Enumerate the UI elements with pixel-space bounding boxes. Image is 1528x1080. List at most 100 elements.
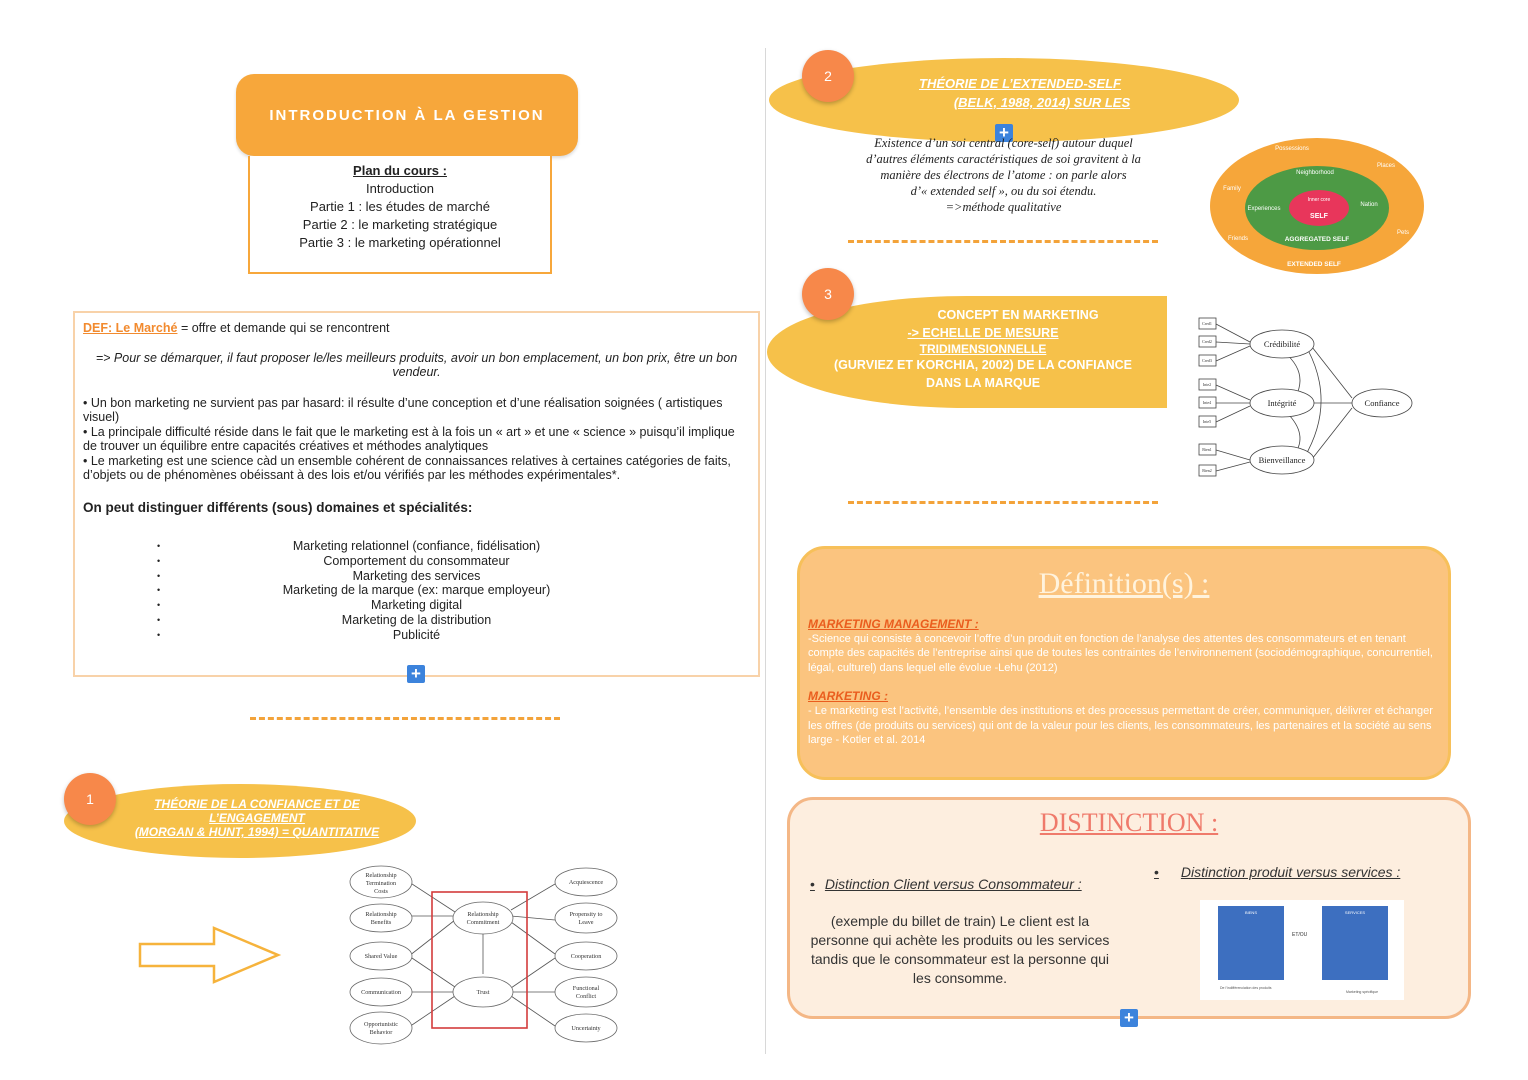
diagram-label-left-0: Costs: [374, 888, 388, 895]
product-vs-services-title: •Distinction produit versus services :: [1154, 864, 1401, 880]
italic-statement: => Pour se démarquer, il faut proposer l…: [95, 350, 738, 380]
diagram-label-left-1: Benefits: [371, 919, 392, 926]
mini-foot-right: Marketing spécifique: [1346, 990, 1379, 994]
self-core-label: SELF: [1310, 213, 1329, 220]
item-label: Inte5: [1203, 419, 1211, 424]
market-definition: DEF: Le Marché = offre et demande qui se…: [83, 321, 750, 336]
trust-commitment-diagram: Relationship Termination Costs Relations…: [349, 865, 618, 1045]
self-label: Nation: [1360, 202, 1377, 208]
outcome-label: Confiance: [1365, 398, 1400, 408]
theory2-number: 2: [802, 50, 854, 102]
extended-self-label: EXTENDED SELF: [1287, 261, 1341, 268]
diagram-label-right-3: Functional: [573, 985, 600, 992]
item-label: Bien1: [1202, 447, 1212, 452]
theory1-line: L’ENGAGEMENT: [209, 811, 305, 825]
theory2-text-line: manière des électrons de l’atome : on pa…: [880, 168, 1127, 182]
diagram-label-right-1: Leave: [578, 919, 593, 926]
theory1-line: THÉORIE DE LA CONFIANCE ET DE: [154, 797, 360, 811]
diagram-label-right-4: Uncertainty: [571, 1025, 601, 1032]
plan-item: Partie 3 : le marketing opérationnel: [299, 235, 501, 250]
diagram-label-center-0: Relationship: [467, 911, 498, 918]
theory2-title: THÉORIE DE L’EXTENDED-SELF (BELK, 1988, …: [860, 74, 1180, 112]
mini-box-goods: BIENS: [1218, 906, 1284, 980]
diagram-label-center-0: Commitment: [467, 919, 500, 926]
theory2-text-line: d’« extended self », ou du soi étendu.: [910, 184, 1097, 198]
page-title-text: Introduction à la gestion: [269, 106, 545, 124]
marketing-title: MARKETING :: [808, 689, 888, 704]
domain-item: Marketing de la marque (ex: marque emplo…: [83, 583, 750, 598]
def-text: = offre et demande qui se rencontrent: [177, 321, 390, 335]
plan-item: Introduction: [366, 181, 434, 196]
add-button[interactable]: +: [995, 124, 1013, 142]
plan-title: Plan du cours :: [353, 163, 447, 178]
theory3-line: DANS LA MARQUE: [925, 376, 1041, 390]
dashed-separator: [250, 717, 560, 720]
def-label: DEF: Le Marché: [83, 321, 178, 335]
add-button[interactable]: +: [407, 665, 425, 683]
diagram-label-left-0: Termination: [366, 880, 396, 887]
dashed-separator: [848, 240, 1158, 243]
dashed-separator: [848, 501, 1158, 504]
domain-item: Marketing de la distribution: [83, 613, 750, 628]
theory1-title: THÉORIE DE LA CONFIANCE ET DE L’ENGAGEME…: [112, 797, 402, 839]
self-label: Experiences: [1247, 206, 1280, 212]
self-label: Neighborhood: [1296, 170, 1334, 176]
theory3-line: TRIDIMENSIONNELLE: [919, 342, 1047, 356]
diagram-label-right-2: Cooperation: [571, 953, 602, 960]
arrow-icon: [138, 926, 282, 984]
diagram-label-left-3: Communication: [361, 989, 401, 996]
mini-mid-label: ET/OU: [1292, 932, 1308, 938]
theory3-line: CONCEPT EN MARKETING: [937, 308, 1099, 322]
item-label: Cred1: [1202, 321, 1212, 326]
client-vs-consumer-title-text: Distinction Client versus Consommateur :: [824, 876, 1082, 892]
theory2-text-line: d’autres éléments caractéristiques de so…: [866, 152, 1141, 166]
self-label: Pets: [1397, 230, 1409, 236]
theory3-line: -> ECHELLE DE MESURE: [907, 326, 1059, 340]
theory3-line: (GURVIEZ ET KORCHIA, 2002) DE LA CONFIAN…: [834, 358, 1132, 372]
bullet-paragraph: • La principale difficulté réside dans l…: [83, 424, 735, 454]
aggregated-self-label: AGGREGATED SELF: [1285, 236, 1350, 243]
diagram-label-right-3: Conflict: [576, 993, 597, 1000]
theory3-title: CONCEPT EN MARKETING -> ECHELLE DE MESUR…: [800, 306, 1166, 392]
factor-label: Bienveillance: [1259, 455, 1306, 465]
self-label: Family: [1223, 186, 1241, 192]
diagram-label-left-2: Shared Value: [365, 953, 398, 960]
item-label: Cred2: [1202, 339, 1212, 344]
theory1-line: (MORGAN & HUNT, 1994) = QUANTITATIVE: [134, 825, 380, 839]
domain-item: Comportement du consommateur: [83, 554, 750, 569]
distinction-card: DISTINCTION : •Distinction Client versus…: [787, 797, 1471, 1019]
domains-heading: On peut distinguer différents (sous) dom…: [83, 499, 473, 515]
self-label: Places: [1377, 163, 1395, 169]
diagram-label-left-4: Opportunistic: [364, 1021, 398, 1028]
domain-item: Marketing des services: [83, 569, 750, 584]
plan-item: Partie 1 : les études de marché: [310, 199, 490, 214]
theory1-banner: [64, 784, 416, 858]
add-button[interactable]: +: [1120, 1009, 1138, 1027]
page-title: Introduction à la gestion: [236, 74, 578, 156]
bullet-paragraph: • Un bon marketing ne survient pas par h…: [83, 395, 723, 425]
mini-foot-left: De l’indifférenciation des produits: [1220, 986, 1272, 990]
item-label: Cred3: [1202, 358, 1212, 363]
self-label: Possessions: [1275, 146, 1309, 152]
diagram-label-right-1: Propensity to: [570, 911, 603, 918]
client-vs-consumer-title: •Distinction Client versus Consommateur …: [810, 876, 1082, 892]
self-label: Friends: [1228, 236, 1248, 242]
theory2-line: THÉORIE DE L’EXTENDED-SELF: [919, 76, 1121, 91]
domain-item: Marketing digital: [83, 598, 750, 613]
brand-trust-diagram: Cred1 Cred2 Cred3 Inte2 Inte4 Inte5 Bien…: [1198, 317, 1413, 477]
theory2-text-line: Existence d’un soi central (core-self) a…: [874, 136, 1133, 150]
definitions-title: Définition(s) :: [1038, 567, 1210, 600]
theory2-line: (BELK, 1988, 2014) SUR LES: [953, 95, 1131, 110]
theory2-text: Existence d’un soi central (core-self) a…: [856, 135, 1151, 215]
distinction-title: DISTINCTION :: [1039, 808, 1219, 837]
product-vs-services-title-text: Distinction produit versus services :: [1180, 864, 1401, 880]
column-divider: [765, 48, 766, 1054]
market-definition-box: DEF: Le Marché = offre et demande qui se…: [73, 311, 760, 677]
diagram-label-center-1: Trust: [477, 989, 490, 996]
diagram-label-left-1: Relationship: [365, 911, 396, 918]
definitions-card: Définition(s) : MARKETING MANAGEMENT : -…: [797, 546, 1451, 780]
extended-self-diagram: Possessions Places Family Neighborhood E…: [1210, 138, 1424, 274]
client-vs-consumer-text: (exemple du billet de train) Le client e…: [810, 913, 1110, 986]
domain-item: Marketing relationnel (confiance, fidéli…: [83, 539, 750, 554]
diagram-label-left-0: Relationship: [365, 872, 396, 879]
